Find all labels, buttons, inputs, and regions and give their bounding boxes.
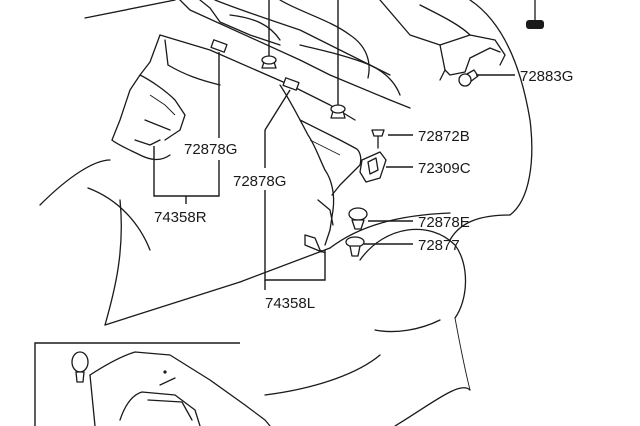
side-trim-panel-left [279, 84, 362, 254]
part-screw-72872B [371, 129, 413, 149]
rear-parcel-shelf [179, 0, 506, 109]
callout-74358L: 74358L [265, 295, 315, 312]
callout-72878G-left: 72878G [184, 141, 237, 158]
trunk-floor-panel [89, 351, 271, 426]
part-clip-72877 [345, 236, 413, 257]
callout-72877: 72877 [418, 237, 460, 254]
part-clip-trunk-floor [71, 351, 89, 383]
screw-top-right [526, 0, 544, 29]
clip-shelf-left [210, 39, 228, 53]
callout-72309C: 72309C [418, 160, 471, 177]
callout-72872B: 72872B [418, 128, 470, 145]
clip-shelf-center [282, 77, 300, 91]
push-clip-shelf [330, 0, 346, 119]
callout-72878E: 72878E [418, 214, 470, 231]
part-bracket-72309C [359, 151, 413, 183]
callout-74358R: 74358R [154, 209, 207, 226]
part-clip-72878E [348, 207, 413, 230]
bracket-74358R [153, 146, 220, 204]
leader-72878G-right [264, 89, 291, 168]
vehicle-body-outline [39, 0, 533, 426]
callout-72878G-right: 72878G [233, 173, 286, 190]
push-clip-top [261, 0, 277, 69]
bracket-74358L [264, 190, 326, 290]
callout-72883G: 72883G [520, 68, 573, 85]
inset-frame [34, 342, 240, 426]
part-screw-72883G [458, 69, 515, 87]
